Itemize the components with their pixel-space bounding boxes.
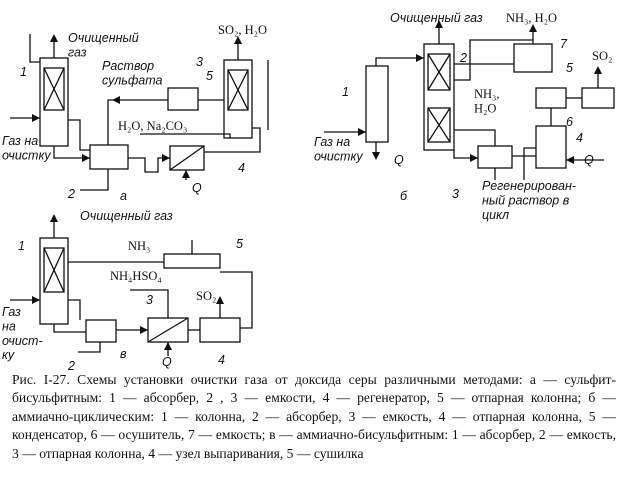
tank-3-a xyxy=(167,87,199,111)
tank-2-a xyxy=(89,144,129,170)
reagents-label-a: H₂O, Na₂CO₃ xyxy=(118,119,187,133)
num-6-b: 6 xyxy=(566,115,573,129)
num-4-a: 4 xyxy=(238,161,245,175)
num-1-a: 1 xyxy=(20,65,27,79)
num-3-v: 3 xyxy=(146,293,153,307)
num-2-v: 2 xyxy=(67,359,75,370)
num-3-b: 3 xyxy=(452,187,459,201)
stripping-column-5-a xyxy=(223,59,253,139)
stripping-column-4-b xyxy=(535,125,567,169)
num-5-b: 5 xyxy=(566,61,573,75)
q-label-a: Q xyxy=(192,181,202,195)
label-letter-v: в xyxy=(120,347,127,361)
nh4hso4-label-v: NH₄HSO₄ xyxy=(110,269,162,283)
figure-caption: Рис. I-27. Схемы установки очистки газа … xyxy=(12,372,616,461)
label-letter-b: б xyxy=(400,189,408,203)
so2-h2o-label-a: SO₂, H₂O xyxy=(218,23,267,37)
nh3-label-v: NH₃ xyxy=(128,239,150,253)
num-1-b: 1 xyxy=(342,85,349,99)
num-2-a: 2 xyxy=(67,187,75,201)
q-label-v: Q xyxy=(162,355,172,369)
dryer-6-b xyxy=(581,87,615,109)
q-right-label-b: Q xyxy=(584,153,594,167)
so2-label-v: SO₂ xyxy=(196,289,216,303)
num-3-a: 3 xyxy=(196,55,203,69)
clean-gas-label-b: Очищенный газ xyxy=(390,11,483,25)
condenser-5-b xyxy=(535,87,567,109)
num-5-v: 5 xyxy=(236,237,243,251)
dryer-5-v xyxy=(163,253,221,269)
num-5-a: 5 xyxy=(206,69,213,83)
clean-gas-label-v: Очищенный газ xyxy=(80,209,173,223)
nh3-h2o-inner-label-b: NH₃,H₂O xyxy=(474,87,500,115)
num-1-v: 1 xyxy=(18,239,25,253)
label-letter-a: а xyxy=(120,189,127,203)
diagram-b: Очищенный газ NH₃, H₂O NH₃,H₂O SO₂ Газ н… xyxy=(314,11,615,222)
absorber-1-a xyxy=(39,57,69,147)
tank-7-b xyxy=(513,43,553,73)
so2-label-b: SO₂ xyxy=(592,49,612,63)
absorber-1-v xyxy=(39,237,69,325)
num-7-b: 7 xyxy=(560,37,568,51)
q-left-label-b: Q xyxy=(394,153,404,167)
num-4-v: 4 xyxy=(218,353,225,367)
evaporation-unit-4-v xyxy=(199,317,241,343)
absorber-2-b xyxy=(423,43,455,151)
num-4-b: 4 xyxy=(576,131,583,145)
tank-3-b xyxy=(477,145,513,169)
tank-2-v xyxy=(85,319,117,343)
column-1-b xyxy=(365,65,389,143)
nh3-h2o-label-b: NH₃, H₂O xyxy=(506,11,557,25)
num-2-b: 2 xyxy=(459,51,467,65)
